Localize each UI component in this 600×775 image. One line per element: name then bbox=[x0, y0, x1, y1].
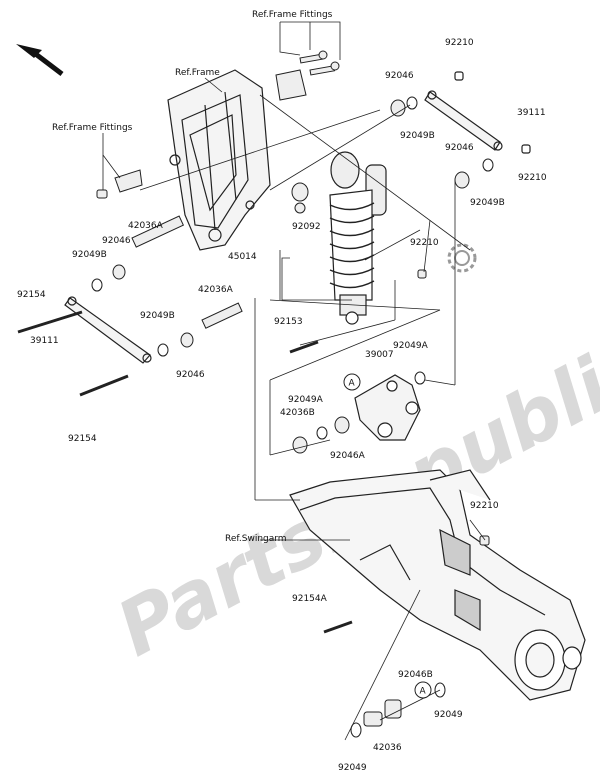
part-label: 42036B bbox=[280, 408, 315, 418]
leader-lines bbox=[102, 21, 486, 741]
callout-a-upper-label: A bbox=[349, 379, 356, 389]
gear-icon bbox=[447, 243, 477, 273]
part-label: 92210 bbox=[445, 38, 474, 48]
shock-collars bbox=[291, 96, 494, 214]
tie-rod-upper bbox=[424, 71, 531, 154]
front-direction-arrow-icon bbox=[16, 44, 64, 76]
part-label: 92049A bbox=[288, 395, 324, 405]
part-label: 92046A bbox=[330, 451, 366, 461]
part-label: 92046 bbox=[176, 370, 205, 380]
part-label: 92049B bbox=[400, 131, 435, 141]
part-label: 92210 bbox=[518, 173, 547, 183]
part-label: 92046 bbox=[445, 143, 474, 153]
part-label: 39007 bbox=[365, 350, 394, 360]
left-frame-fittings bbox=[96, 169, 143, 199]
part-label: 92049 bbox=[338, 763, 367, 773]
part-label: 39111 bbox=[30, 336, 59, 346]
rocker-collars bbox=[292, 371, 426, 454]
part-label: 92049B bbox=[72, 250, 107, 260]
callout-a-lower-label: A bbox=[420, 687, 427, 697]
part-label: 42036A bbox=[128, 221, 164, 231]
ref-swingarm: Ref.Swingarm bbox=[225, 534, 287, 544]
part-label: 92153 bbox=[274, 317, 303, 327]
part-label: 42036 bbox=[373, 743, 402, 753]
part-label: 45014 bbox=[228, 252, 257, 262]
part-label: 92154A bbox=[292, 594, 328, 604]
part-label: 92049 bbox=[434, 710, 463, 720]
part-label: 92154 bbox=[17, 290, 46, 300]
ref-frame: Ref.Frame bbox=[175, 68, 220, 78]
top-frame-fittings bbox=[275, 50, 340, 101]
rocker-arm bbox=[354, 374, 421, 441]
part-label: 42036A bbox=[198, 285, 234, 295]
part-label: 92210 bbox=[410, 238, 439, 248]
callout-a-upper: A bbox=[343, 373, 361, 391]
left-collars bbox=[91, 215, 243, 357]
part-label: 92049B bbox=[140, 311, 175, 321]
part-label: 92154 bbox=[68, 434, 97, 444]
frame-bracket bbox=[167, 69, 271, 251]
part-label: 39111 bbox=[517, 108, 546, 118]
tie-rod-lower bbox=[17, 296, 152, 397]
part-label: 92092 bbox=[292, 222, 321, 232]
part-label: 92049A bbox=[393, 341, 429, 351]
ref-frame-fittings-left: Ref.Frame Fittings bbox=[52, 123, 133, 133]
rear-shock-absorber bbox=[329, 151, 387, 325]
swingarm bbox=[289, 469, 586, 701]
ref-frame-fittings-top: Ref.Frame Fittings bbox=[252, 10, 333, 20]
callout-a-lower: A bbox=[414, 681, 432, 699]
part-label: 92046B bbox=[398, 670, 433, 680]
part-label: 92046 bbox=[385, 71, 414, 81]
part-label: 92210 bbox=[470, 501, 499, 511]
part-label: 92046 bbox=[102, 236, 131, 246]
part-label: 92049B bbox=[470, 198, 505, 208]
